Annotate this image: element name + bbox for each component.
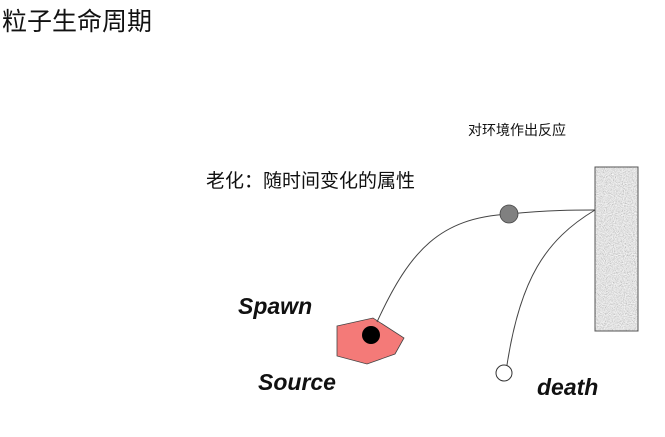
spawn-label: Spawn bbox=[238, 293, 313, 319]
slide-title: 粒子生命周期 bbox=[2, 7, 153, 36]
aging-particle bbox=[499, 204, 519, 224]
spawned-particle bbox=[362, 326, 380, 344]
particle-trajectory bbox=[376, 209, 596, 323]
source-label: Source bbox=[258, 369, 336, 395]
react-label: 对环境作出反应 bbox=[468, 123, 566, 139]
death-label: death bbox=[537, 374, 599, 400]
dead-particle bbox=[495, 364, 513, 382]
aging-label: 老化：随时间变化的属性 bbox=[206, 170, 416, 192]
wall bbox=[594, 166, 639, 332]
bounce-trajectory bbox=[506, 209, 596, 366]
